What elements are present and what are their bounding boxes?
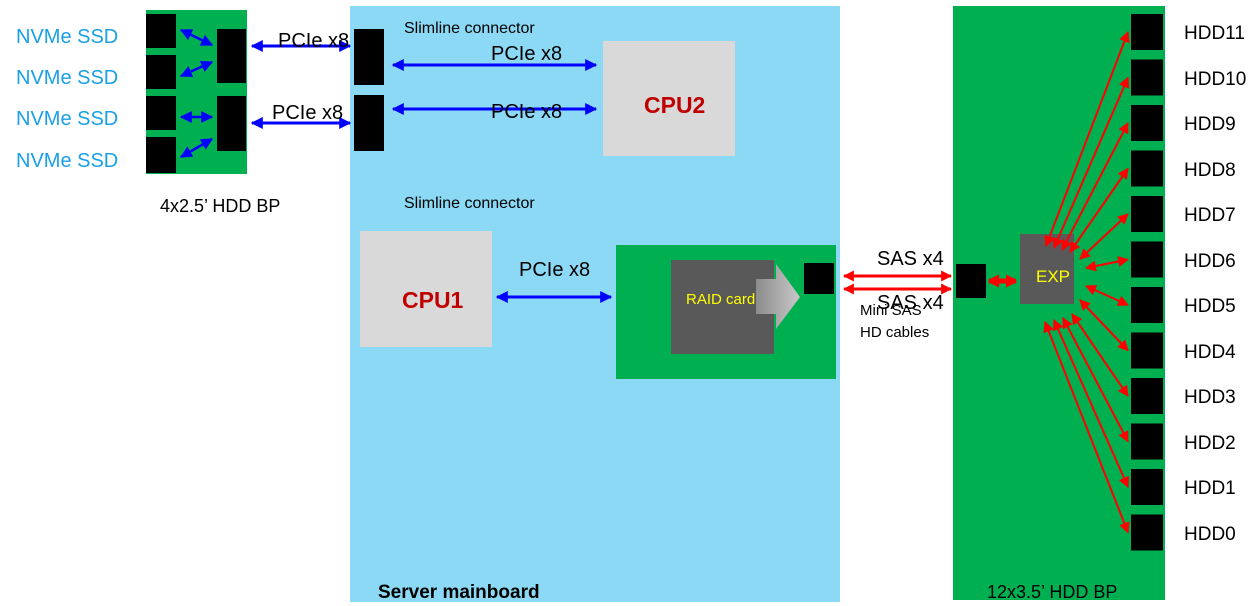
- sas-cable-label: HD cables: [860, 324, 930, 341]
- pcie-label: PCIe x8: [278, 30, 350, 52]
- hdd-slot: [1131, 14, 1163, 50]
- hdd-slot: [1131, 150, 1163, 187]
- ssd-link-arrow: [179, 28, 214, 47]
- raid-port: [804, 266, 834, 294]
- ssd-connector: [146, 137, 176, 173]
- hdd-label: HDD3: [1184, 387, 1236, 408]
- slimline-connector: [354, 95, 384, 151]
- server-mainboard-label: Server mainboard: [378, 582, 540, 603]
- hdd-label: HDD1: [1184, 478, 1236, 499]
- hdd-label: HDD2: [1184, 432, 1236, 454]
- hdd-slot: [1131, 105, 1163, 141]
- hdd-label: HDD10: [1184, 68, 1247, 90]
- bp-connector: [217, 29, 246, 83]
- slimline-connector-label: Slimline connector: [404, 195, 535, 212]
- hdd-slot: [1131, 378, 1163, 414]
- nvme-backplane-caption: 4x2.5’ HDD BP: [160, 196, 281, 216]
- nvme-ssd-label: NVMe SSD: [16, 150, 119, 172]
- ssd-link-arrow: [179, 60, 214, 78]
- raid-arrow-shape: [756, 264, 800, 329]
- cpu1-box: [360, 231, 492, 347]
- hdd-label: HDD0: [1184, 523, 1236, 545]
- hdd-slot: [1131, 514, 1163, 551]
- hdd-slot: [1131, 469, 1163, 505]
- hdd-link-arrow: [1079, 213, 1129, 260]
- slimline-connector: [354, 29, 384, 85]
- hdd-slot: [1131, 59, 1163, 96]
- hdd-link-arrow: [1043, 320, 1130, 534]
- cpu1-label: CPU1: [402, 287, 464, 313]
- hdd-slot: [1131, 241, 1163, 278]
- hdd-label: HDD9: [1184, 114, 1236, 135]
- hdd-bp-sas-port: [956, 269, 986, 298]
- hdd-label: HDD5: [1184, 296, 1236, 317]
- pcie-label: PCIe x8: [491, 43, 563, 65]
- hdd-label: HDD7: [1184, 205, 1236, 226]
- ssd-connector: [146, 55, 176, 89]
- hdd-link-arrow: [1084, 256, 1130, 272]
- nvme-ssd-label: NVMe SSD: [16, 67, 119, 89]
- hdd-slot: [1131, 196, 1163, 232]
- hdd-slot: [1131, 332, 1163, 369]
- hdd-label: HDD11: [1184, 23, 1245, 44]
- hdd-label: HDD6: [1184, 250, 1236, 272]
- bp-connector: [217, 96, 246, 151]
- hdd-label: HDD4: [1184, 341, 1236, 363]
- nvme-ssd-label: NVMe SSD: [16, 26, 119, 48]
- sas-cable-label: Mini SAS: [860, 302, 922, 319]
- ssd-connector: [146, 96, 176, 130]
- expander-label: EXP: [1036, 267, 1071, 286]
- hdd-backplane-caption: 12x3.5’ HDD BP: [987, 582, 1118, 602]
- pcie-label: PCIe x8: [272, 102, 344, 124]
- hdd-label: HDD8: [1184, 159, 1236, 181]
- hdd-slots: [1131, 14, 1163, 551]
- slimline-connector-label: Slimline connector: [404, 20, 535, 37]
- hdd-slot: [1131, 287, 1163, 323]
- pcie-label: PCIe x8: [519, 259, 591, 281]
- pcie-label: PCIe x8: [491, 101, 563, 123]
- hdd-arrows: [1043, 30, 1130, 534]
- cpu2-label: CPU2: [644, 92, 706, 118]
- hdd-slot: [1131, 423, 1163, 460]
- ssd-connector: [146, 14, 176, 48]
- sas-label: SAS x4: [877, 248, 944, 270]
- ssd-link-arrow: [179, 137, 214, 159]
- nvme-ssd-label: NVMe SSD: [16, 108, 119, 130]
- sas-label: SAS x4: [877, 292, 944, 314]
- cpu2-box: [603, 41, 735, 156]
- raid-card-label: RAID card: [686, 291, 756, 308]
